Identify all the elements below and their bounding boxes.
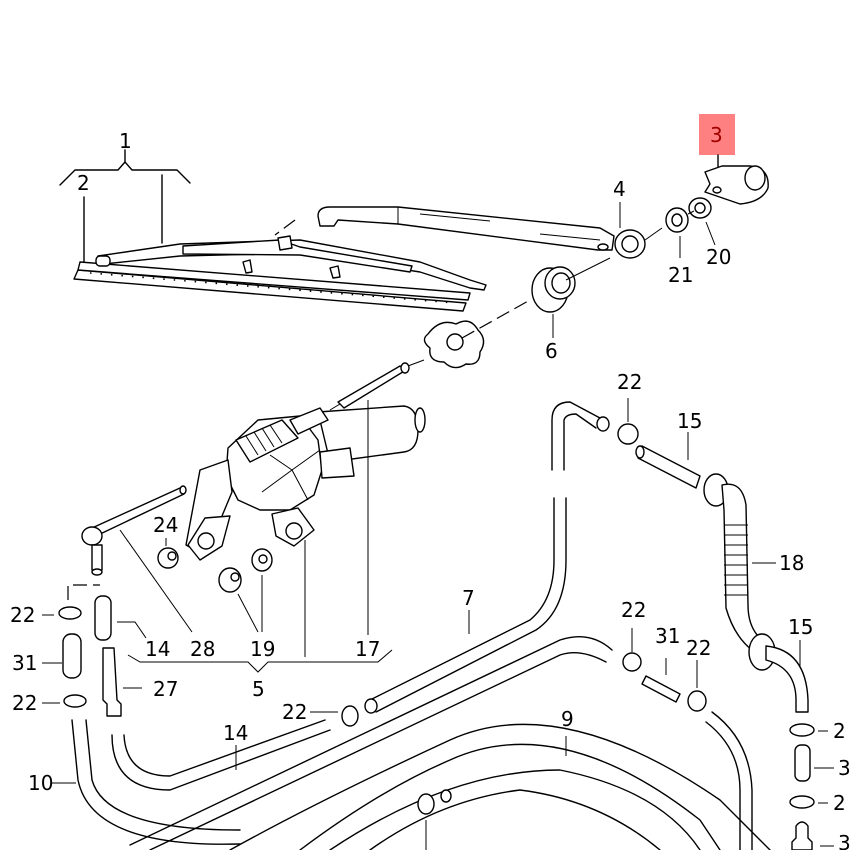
callout-22[interactable]: 2 bbox=[833, 791, 846, 815]
callout-22[interactable]: 22 bbox=[12, 691, 37, 715]
callout-21[interactable]: 21 bbox=[668, 263, 693, 287]
seal[interactable] bbox=[423, 299, 531, 369]
callout-18[interactable]: 18 bbox=[779, 551, 804, 575]
cap-part-3[interactable] bbox=[699, 114, 769, 205]
bushing-part-24[interactable] bbox=[157, 538, 179, 569]
callout-20[interactable]: 20 bbox=[706, 245, 731, 269]
callout-30[interactable]: 3 bbox=[838, 831, 850, 850]
callout-labels: 1 2 3 4 20 21 6 22 15 18 15 24 22 31 22 … bbox=[10, 123, 850, 850]
callout-1[interactable]: 1 bbox=[119, 129, 132, 153]
wiper-blade-assembly[interactable] bbox=[59, 149, 487, 312]
callout-17[interactable]: 17 bbox=[355, 637, 380, 661]
callout-22[interactable]: 2 bbox=[833, 719, 846, 743]
callout-31[interactable]: 3 bbox=[838, 756, 850, 780]
hose-part-9[interactable] bbox=[229, 723, 771, 850]
bushing-part-19[interactable] bbox=[218, 548, 273, 633]
callout-22[interactable]: 22 bbox=[686, 636, 711, 660]
callout-7[interactable]: 7 bbox=[462, 586, 475, 610]
hose-part-31-right[interactable] bbox=[641, 658, 753, 850]
callout-2[interactable]: 2 bbox=[77, 171, 90, 195]
hose-part-long[interactable] bbox=[129, 636, 613, 850]
clamp-part-22[interactable] bbox=[310, 398, 707, 850]
callout-22[interactable]: 22 bbox=[10, 603, 35, 627]
callout-15[interactable]: 15 bbox=[788, 615, 813, 639]
callout-14[interactable]: 14 bbox=[145, 637, 170, 661]
callout-4[interactable]: 4 bbox=[613, 177, 626, 201]
callout-5[interactable]: 5 bbox=[252, 677, 265, 701]
washer-part-21[interactable] bbox=[665, 207, 689, 258]
hose-part-7[interactable] bbox=[364, 497, 567, 714]
bellows-part-18[interactable] bbox=[721, 483, 776, 651]
callout-22[interactable]: 22 bbox=[617, 370, 642, 394]
grommet-part-6[interactable] bbox=[531, 257, 611, 338]
callout-31[interactable]: 31 bbox=[655, 624, 680, 648]
callout-28[interactable]: 28 bbox=[190, 637, 215, 661]
callout-24[interactable]: 24 bbox=[153, 513, 178, 537]
pipe-part-15-lower[interactable] bbox=[748, 633, 809, 713]
callout-22[interactable]: 22 bbox=[621, 598, 646, 622]
wiper-motor[interactable] bbox=[81, 359, 426, 576]
callout-27[interactable]: 27 bbox=[153, 677, 178, 701]
callout-6[interactable]: 6 bbox=[545, 339, 558, 363]
wiper-arm[interactable] bbox=[274, 206, 663, 259]
hose-part-10[interactable] bbox=[52, 719, 241, 845]
hose-part-14[interactable] bbox=[111, 719, 331, 791]
callout-9[interactable]: 9 bbox=[561, 707, 574, 731]
highlight-box bbox=[699, 114, 735, 155]
right-connector-stack[interactable] bbox=[789, 723, 834, 850]
nut-part-20[interactable] bbox=[688, 197, 716, 246]
callout-31[interactable]: 31 bbox=[12, 651, 37, 675]
callout-14[interactable]: 14 bbox=[223, 721, 248, 745]
callout-3[interactable]: 3 bbox=[710, 123, 723, 147]
blade-dots bbox=[89, 272, 456, 304]
callout-22[interactable]: 22 bbox=[282, 700, 307, 724]
hose-part-22-upper[interactable] bbox=[551, 401, 610, 471]
callout-10[interactable]: 10 bbox=[28, 771, 53, 795]
left-hose-parts[interactable] bbox=[42, 584, 147, 717]
callout-19[interactable]: 19 bbox=[250, 637, 275, 661]
callout-15[interactable]: 15 bbox=[677, 409, 702, 433]
pipe-part-15[interactable] bbox=[635, 432, 729, 507]
